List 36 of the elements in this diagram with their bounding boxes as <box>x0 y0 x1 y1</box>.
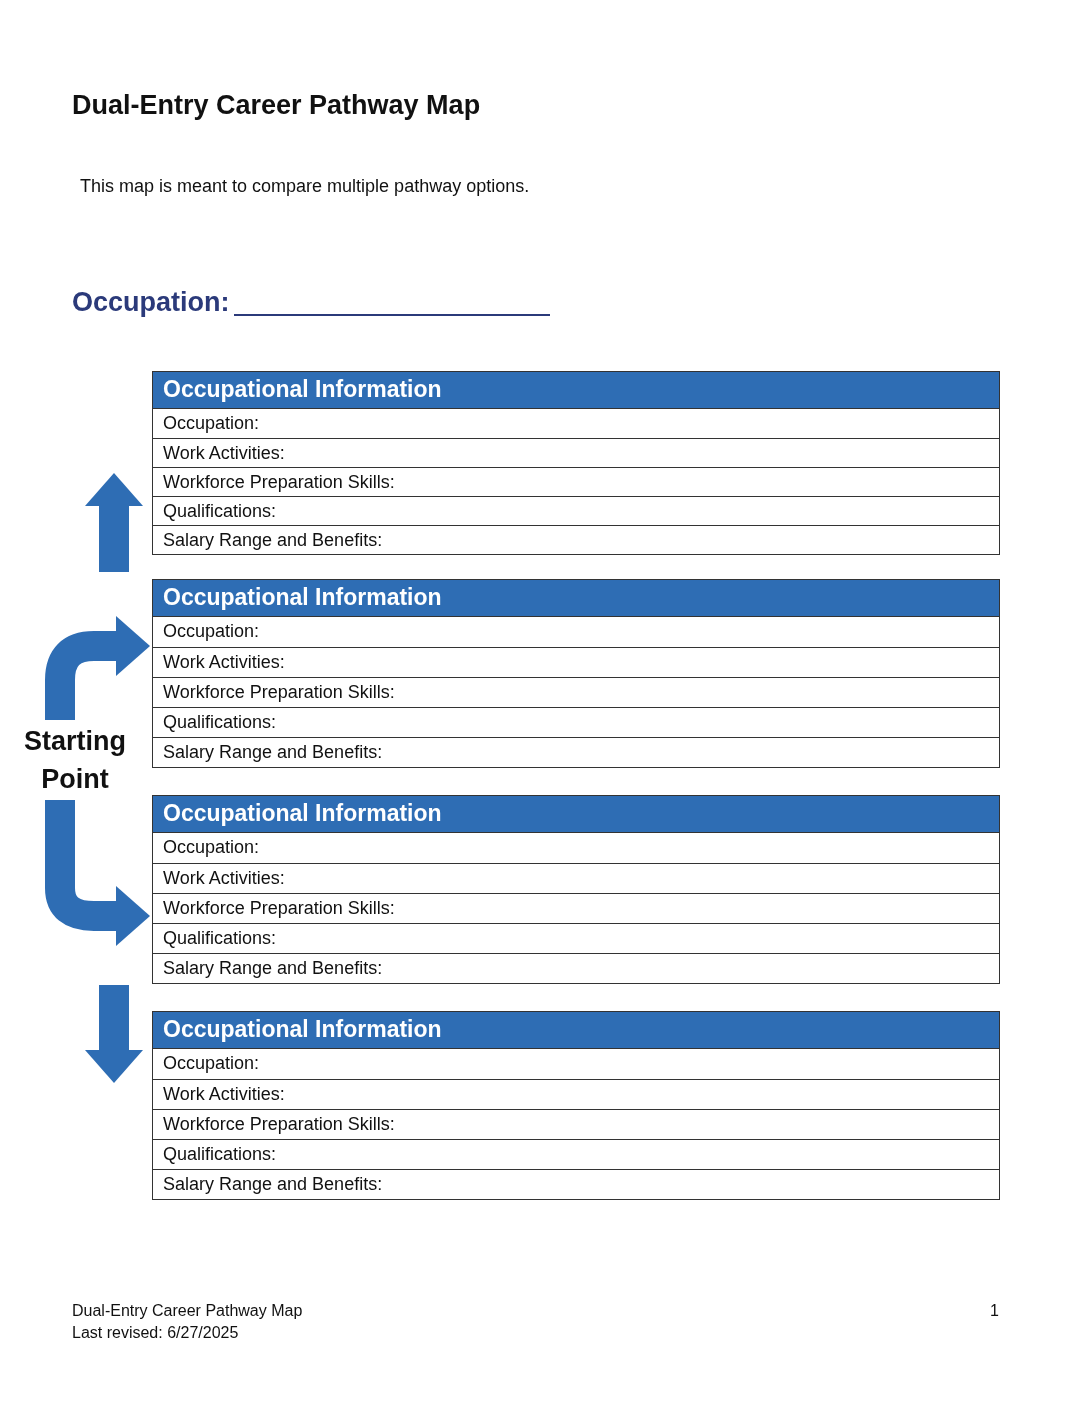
table-header: Occupational Information <box>153 580 999 617</box>
table-cell: Salary Range and Benefits: <box>153 953 999 983</box>
info-table <box>152 579 1000 768</box>
table-cell-text: Occupation: <box>162 836 261 859</box>
table-cell: Workforce Preparation Skills: <box>153 467 999 496</box>
page-number: 1 <box>990 1302 999 1320</box>
table-cell: Qualifications: <box>153 496 999 525</box>
arrow <box>45 616 150 720</box>
table-cell: Work Activities: <box>153 863 999 893</box>
table-cell: Qualifications: <box>153 707 999 737</box>
table-cell: Salary Range and Benefits: <box>153 737 999 767</box>
table-cell: Salary Range and Benefits: <box>153 525 999 554</box>
intro-text: This map is meant to compare multiple pathway options. <box>80 176 530 197</box>
table-header: Occupational Information <box>153 1012 999 1049</box>
info-table <box>152 795 1000 984</box>
table-cell-text: Occupation: <box>162 620 261 643</box>
table-cell: Qualifications: <box>153 923 999 953</box>
table-cell: Work Activities: <box>153 647 999 677</box>
table-cell-text: Occupation: <box>162 412 261 435</box>
table-cell-text: Occupation: <box>162 1052 261 1075</box>
footer-title: Dual-Entry Career Pathway Map <box>72 1302 303 1320</box>
table-header: Occupational Information <box>153 796 999 833</box>
table-cell: Qualifications: <box>153 1139 999 1169</box>
table-cell: Workforce Preparation Skills: <box>153 1109 999 1139</box>
table-cell: Work Activities: <box>153 1079 999 1109</box>
info-table <box>152 371 1000 555</box>
info-table <box>152 1011 1000 1200</box>
table-cell: Work Activities: <box>153 438 999 467</box>
table-header: Occupational Information <box>153 372 999 409</box>
footer-date: Last revised: 6/27/2025 <box>72 1324 239 1342</box>
table-cell: Salary Range and Benefits: <box>153 1169 999 1199</box>
start-label: Starting Point <box>15 722 135 798</box>
table-cell: Workforce Preparation Skills: <box>153 893 999 923</box>
table-cell: Workforce Preparation Skills: <box>153 677 999 707</box>
page-title: Dual-Entry Career Pathway Map <box>72 90 481 121</box>
field-label: Occupation: <box>72 287 230 318</box>
